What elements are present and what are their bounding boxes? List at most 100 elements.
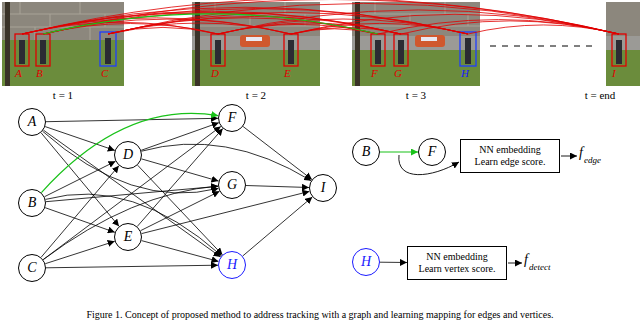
- graph-edge: [41, 113, 218, 192]
- graph-edge: [380, 151, 418, 152]
- output-arrow: [561, 156, 577, 157]
- stone-wall: [606, 2, 640, 86]
- frame-1: [2, 2, 124, 86]
- graph-vertex: E: [114, 223, 142, 251]
- graph-edge: [380, 262, 407, 263]
- graph-vertex: B: [18, 189, 46, 217]
- box-text: NN embedding Learn edge score.: [469, 144, 551, 168]
- graph-edge: [45, 241, 114, 263]
- stone-wall: [2, 2, 124, 86]
- vertex-letter: H: [361, 255, 371, 269]
- tree-trunk: [5, 2, 10, 86]
- process-box: NN embedding Learn edge score.: [460, 139, 560, 173]
- detection-letter: F: [371, 68, 378, 79]
- function-subscript: edge: [584, 156, 601, 165]
- graph-vertex: F: [418, 138, 446, 166]
- detection-letter: A: [15, 68, 22, 79]
- detection-box: [211, 34, 225, 66]
- grass: [606, 50, 640, 86]
- track-curve: [218, 10, 619, 34]
- vertex-letter: B: [28, 196, 37, 210]
- track-curve: [291, 23, 468, 34]
- graph-vertex: B: [352, 138, 380, 166]
- graph-vertex: I: [309, 174, 337, 202]
- detection-letter: B: [36, 68, 43, 79]
- vertex-letter: C: [27, 261, 36, 275]
- vertex-letter: I: [321, 181, 326, 195]
- track-curve-highlight: [43, 14, 378, 34]
- vertex-letter: E: [124, 230, 133, 244]
- output-arrow: [508, 263, 522, 264]
- graph-vertex: G: [218, 171, 246, 199]
- detection-box: [394, 34, 408, 66]
- car: [240, 35, 270, 47]
- time-label: t = 3: [406, 90, 426, 101]
- pedestrian: [19, 40, 25, 64]
- box-text: NN embedding Learn vertex score.: [416, 251, 498, 275]
- pedestrian: [215, 40, 221, 64]
- frame-end: [606, 2, 640, 86]
- graph-vertex: H: [218, 251, 246, 279]
- graph-vertex: F: [218, 104, 246, 132]
- graph-vertex: H: [352, 248, 380, 276]
- graph-edge: [46, 186, 218, 201]
- graph-edge: [137, 129, 223, 227]
- track-curve: [43, 9, 468, 35]
- vertex-letter: G: [227, 178, 237, 192]
- car-window: [421, 37, 437, 41]
- track-curve: [401, 21, 619, 34]
- track-curve: [291, 14, 619, 34]
- time-label: t = 1: [53, 90, 73, 101]
- vertex-letter: F: [228, 111, 237, 125]
- detection-box: [460, 32, 476, 66]
- track-curve: [43, 13, 401, 35]
- vertex-letter: A: [28, 115, 37, 129]
- detection-box: [284, 34, 298, 66]
- track-curve: [22, 0, 619, 34]
- function-subscript: detect: [529, 263, 551, 272]
- graph-vertex: D: [114, 141, 142, 169]
- graph-edge: [246, 186, 309, 188]
- pedestrian: [40, 40, 46, 64]
- detection-letter: E: [284, 68, 291, 79]
- graph-edge: [46, 265, 218, 268]
- detection-boxes: [15, 32, 626, 66]
- detection-box: [371, 34, 385, 66]
- pedestrian: [465, 38, 471, 64]
- graph-edge: [46, 118, 218, 121]
- track-curve: [22, 18, 291, 34]
- road: [606, 36, 640, 50]
- graph-edge: [142, 241, 219, 262]
- detection-box: [36, 34, 50, 66]
- track-curve: [108, 3, 619, 34]
- detection-letter: H: [461, 68, 469, 79]
- ellipsis-dashes: [490, 46, 598, 47]
- pedestrian: [105, 38, 111, 64]
- detection-letter: C: [101, 68, 108, 79]
- detection-box: [100, 32, 116, 66]
- car: [415, 35, 445, 47]
- vertex-letter: H: [227, 258, 237, 272]
- vertex-letter: B: [362, 145, 371, 159]
- pedestrian: [375, 40, 381, 64]
- function-symbol: f: [579, 146, 583, 160]
- track-curves: [22, 0, 619, 34]
- track-curve: [43, 0, 619, 34]
- car-window: [246, 37, 262, 41]
- track-curve: [22, 7, 468, 34]
- graph-edge: [43, 126, 221, 259]
- vertex-letter: F: [428, 145, 437, 159]
- graph-edge: [138, 165, 223, 255]
- graph-edge: [243, 127, 312, 180]
- detection-box: [15, 34, 29, 66]
- graph-edge: [141, 191, 220, 230]
- detection-letter: G: [394, 68, 402, 79]
- vertex-letter: D: [123, 148, 133, 162]
- detection-box: [612, 34, 626, 66]
- track-curve: [468, 25, 619, 34]
- pedestrian: [616, 40, 622, 64]
- track-curve: [378, 20, 619, 34]
- graph-vertex: C: [18, 254, 46, 282]
